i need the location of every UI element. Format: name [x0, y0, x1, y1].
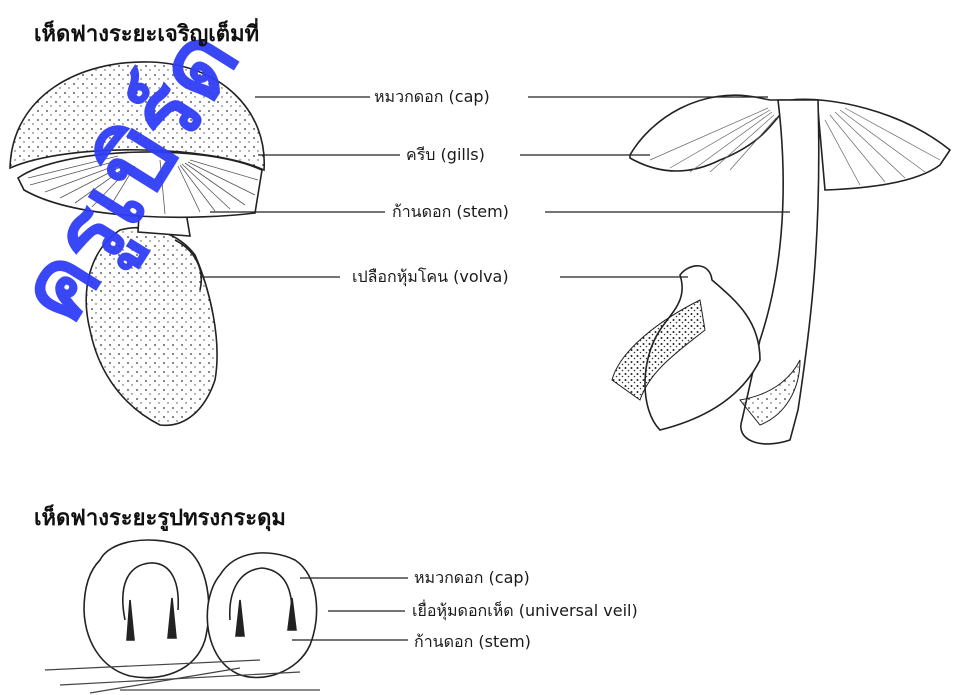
mature-mushroom-side [612, 95, 950, 444]
label-volva: เปลือกหุ้มโคน (volva) [352, 267, 509, 287]
heading-button-stage: เห็ดฟางระยะรูปทรงกระดุม [34, 500, 286, 535]
label-cap: หมวกดอก (cap) [374, 87, 490, 107]
label-button-stem: ก้านดอก (stem) [414, 632, 531, 652]
label-stem: ก้านดอก (stem) [392, 202, 509, 222]
label-gills: ครีบ (gills) [406, 145, 485, 165]
heading-mature-stage: เห็ดฟางระยะเจริญเต็มที่ [34, 16, 259, 51]
label-universal-veil: เยื่อหุ้มดอกเห็ด (universal veil) [412, 601, 638, 621]
button-stage-mushrooms [45, 540, 320, 693]
label-button-cap: หมวกดอก (cap) [414, 568, 530, 588]
